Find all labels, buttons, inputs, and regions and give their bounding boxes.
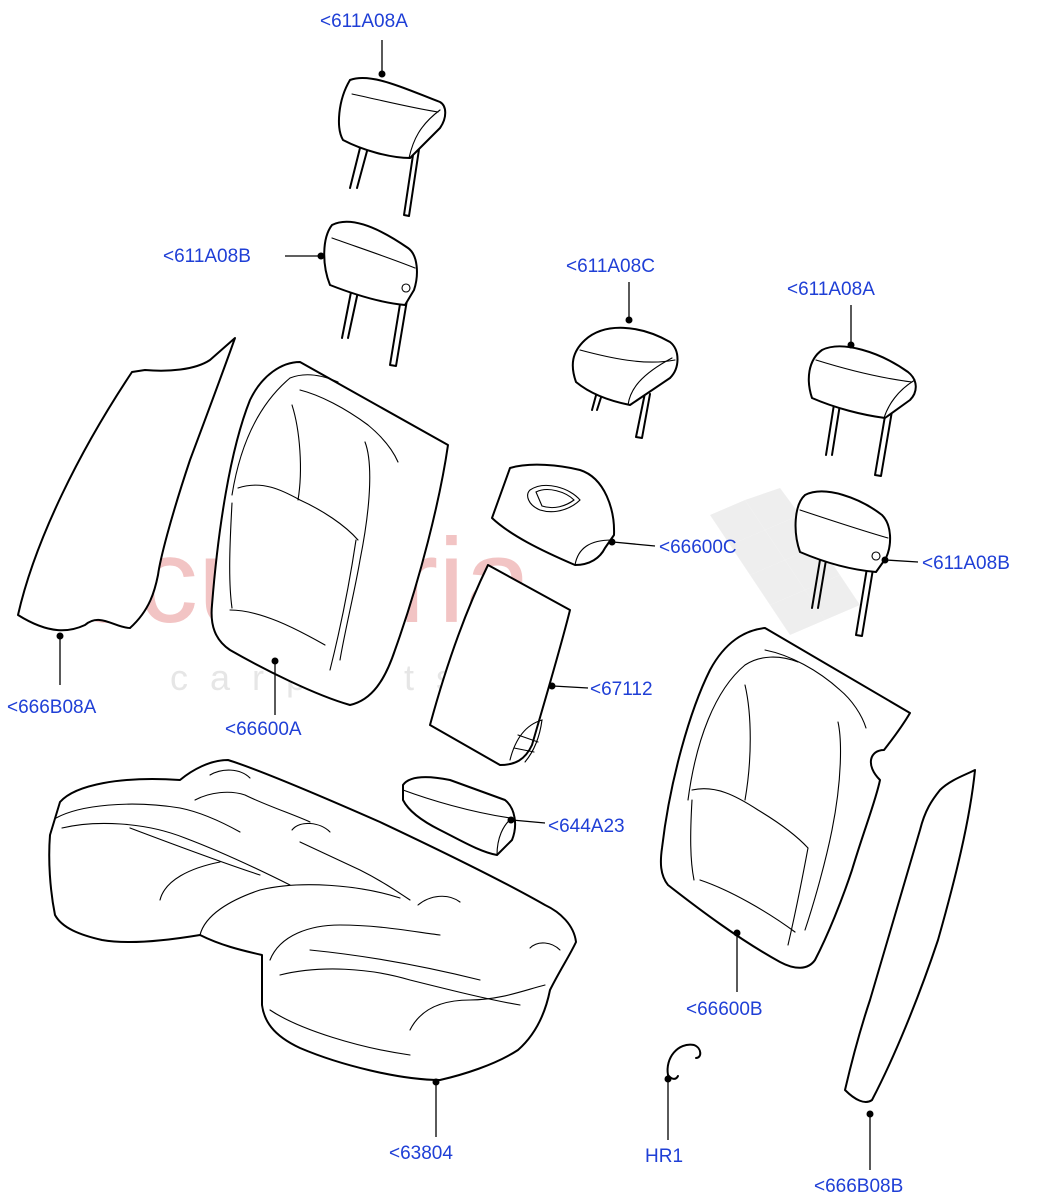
callout-labels: <611A08A <611A08B <611A08C <611A08A <611… (7, 11, 1010, 1197)
callout-666B08B[interactable]: <666B08B (814, 1176, 903, 1197)
callout-66600B[interactable]: <66600B (686, 999, 763, 1020)
callout-66600A[interactable]: <66600A (225, 719, 302, 740)
callout-611A08A-right[interactable]: <611A08A (787, 279, 875, 300)
callout-611A08A-top-left[interactable]: <611A08A (320, 11, 408, 32)
callout-HR1[interactable]: HR1 (645, 1146, 683, 1167)
callout-66600C[interactable]: <66600C (659, 537, 737, 558)
cushion (48, 759, 577, 1081)
backrest-left (210, 361, 449, 706)
armrest-pad (402, 776, 517, 856)
headrest-mid-left (323, 220, 418, 367)
callout-611A08C[interactable]: <611A08C (566, 256, 655, 277)
headrest-top-left (338, 77, 447, 217)
headrest-center (571, 326, 679, 439)
headrest-top-right (807, 345, 917, 477)
watermark-checker-flag (710, 488, 860, 635)
callout-611A08B-left[interactable]: <611A08B (163, 246, 251, 267)
callout-611A08B-right[interactable]: <611A08B (922, 553, 1010, 574)
backrest-right (659, 627, 911, 969)
trim-left (17, 337, 236, 632)
backrest-center-top (491, 463, 616, 566)
callout-666B08A[interactable]: <666B08A (7, 697, 97, 718)
callout-644A23[interactable]: <644A23 (548, 816, 625, 837)
hog-ring (666, 1043, 702, 1080)
armrest-panel (429, 564, 571, 766)
callout-67112[interactable]: <67112 (590, 679, 653, 700)
callout-63804[interactable]: <63804 (389, 1143, 453, 1164)
trim-right (844, 769, 976, 1103)
leader-lines (56, 40, 919, 1170)
